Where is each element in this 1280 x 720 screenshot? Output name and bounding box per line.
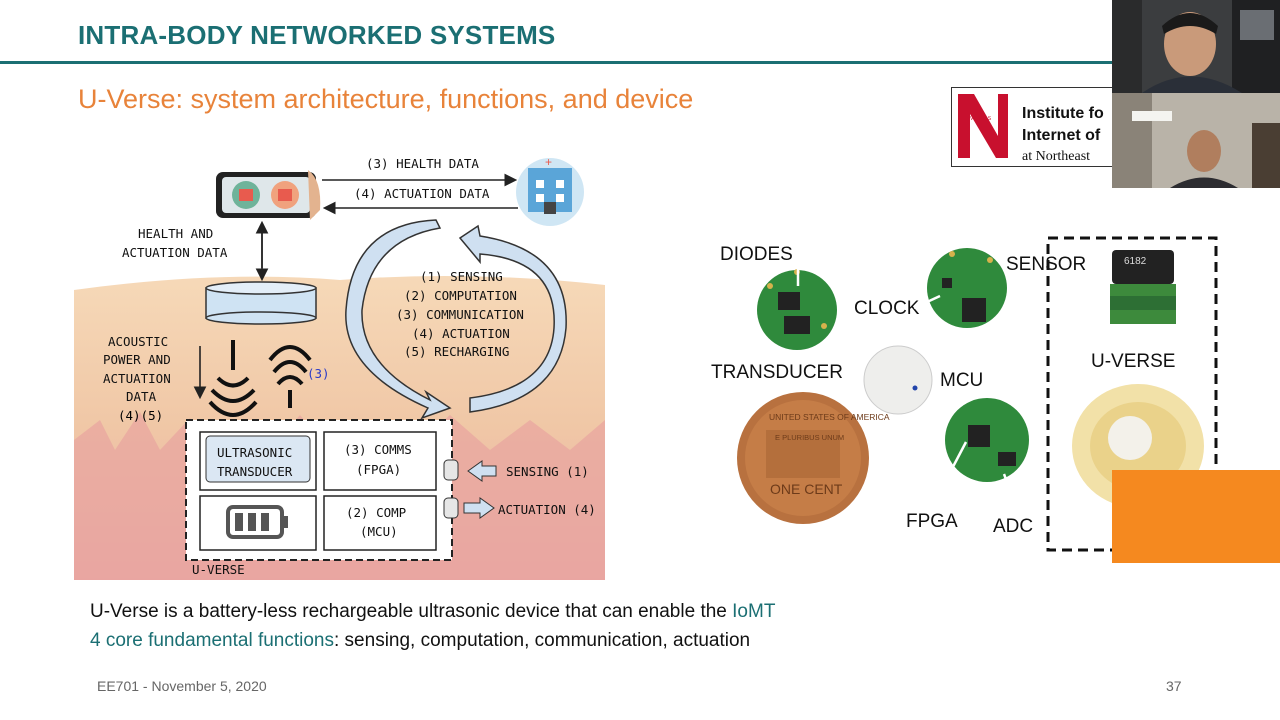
photo-label-mcu: MCU [940,370,983,391]
coin-bottom-text: ONE CENT [770,481,843,497]
comp-block: (2) COMP (MCU) [323,495,437,551]
logo-line-1: Institute fo [1022,105,1104,122]
hospital-icon: + [516,155,584,226]
caption-line2-text: : sensing, computation, communication, a… [334,630,751,651]
chip-text: 6182 [1124,256,1147,267]
sensing-label: SENSING (1) [506,464,589,479]
wave-number-label: (3) [307,366,330,381]
caption-line1-text: U-Verse is a battery-less rechargeable u… [90,601,733,622]
photo-label-fpga: FPGA [906,511,958,532]
uverse-diagram-label: U-VERSE [192,562,245,577]
external-transducer-icon [205,281,317,325]
svg-text:+: + [545,155,552,169]
acoustic-label-2: POWER AND [103,352,171,367]
photo-label-diodes: DIODES [720,244,793,265]
slide-header-title: INTRA-BODY NETWORKED SYSTEMS [78,20,556,50]
acoustic-label-4: DATA [126,389,157,404]
slide-subtitle: U-Verse: system architecture, functions,… [78,84,694,114]
footer-course-date: EE701 - November 5, 2020 [97,678,267,694]
slide-caption: U-Verse is a battery-less rechargeable u… [90,597,950,655]
actuation-label: ACTUATION (4) [498,502,596,517]
uverse-stack: 6182 [1110,250,1176,324]
photo-label-transducer: TRANSDUCER [711,362,843,383]
cycle-item-3: (3) COMMUNICATION [396,307,524,322]
coin-mid-text: E PLURIBUS UNUM [775,433,844,442]
institute-logo: VERITAS Institute fo Internet of at Nort… [951,87,1115,167]
acoustic-label-1: ACOUSTIC [108,334,168,349]
transducer-label-1: ULTRASONIC [217,445,292,460]
comms-label-1: (3) COMMS [344,442,412,457]
acoustic-wave-icon-down [208,340,258,417]
clock-board [927,248,1007,328]
acoustic-label-3: ACTUATION [103,371,171,386]
comms-block: (3) COMMS (FPGA) [323,431,437,491]
cycle-item-2: (2) COMPUTATION [404,288,517,303]
photo-label-uverse: U-VERSE [1091,351,1175,372]
comp-label-1: (2) COMP [346,505,406,520]
battery-block [199,495,317,551]
acoustic-label-5: (4)(5) [118,408,163,423]
northeastern-n-icon [958,94,1008,158]
comp-label-2: (MCU) [360,524,398,539]
logo-seal-text: VERITAS [970,116,992,122]
photo-label-adc: ADC [993,516,1033,537]
caption-functions-highlight: 4 core fundamental functions [90,630,334,651]
mcu-board [945,398,1029,482]
coin-top-text: UNITED STATES OF AMERICA [769,412,890,422]
health-actuation-label-2: ACTUATION DATA [122,245,228,260]
cycle-item-5: (5) RECHARGING [404,344,509,359]
acoustic-wave-icon-up [268,345,312,408]
participant-face-2 [1187,130,1221,172]
orange-overlay-block [1112,470,1280,563]
ultrasonic-transducer-block: ULTRASONIC TRANSDUCER [199,431,317,491]
participant-video-2[interactable] [1112,93,1280,188]
penny: UNITED STATES OF AMERICA E PLURIBUS UNUM… [737,392,890,524]
caption-iomt-highlight: IoMT [732,601,776,622]
transducer-disc [863,345,933,415]
health-actuation-label-1: HEALTH AND [138,226,213,241]
smartphone-icon [216,170,321,220]
photo-label-clock: CLOCK [854,298,920,319]
actuation-data-label: (4) ACTUATION DATA [354,186,490,201]
comms-label-2: (FPGA) [356,462,401,477]
health-data-label: (3) HEALTH DATA [366,156,479,171]
participant-video-1[interactable] [1112,0,1280,93]
cycle-item-1: (1) SENSING [420,269,503,284]
cycle-item-4: (4) ACTUATION [412,326,510,341]
logo-line-2: Internet of [1022,127,1101,144]
transducer-label-2: TRANSDUCER [217,464,293,479]
header-divider [0,61,1112,64]
photo-label-sensor: SENSOR [1006,254,1086,275]
slide-number: 37 [1166,678,1182,694]
architecture-diagram: + (3) HEALTH DATA (4) ACTUATION DATA HEA… [74,155,605,580]
function-cycle-icon [345,219,567,420]
logo-line-3: at Northeast [1022,149,1090,164]
